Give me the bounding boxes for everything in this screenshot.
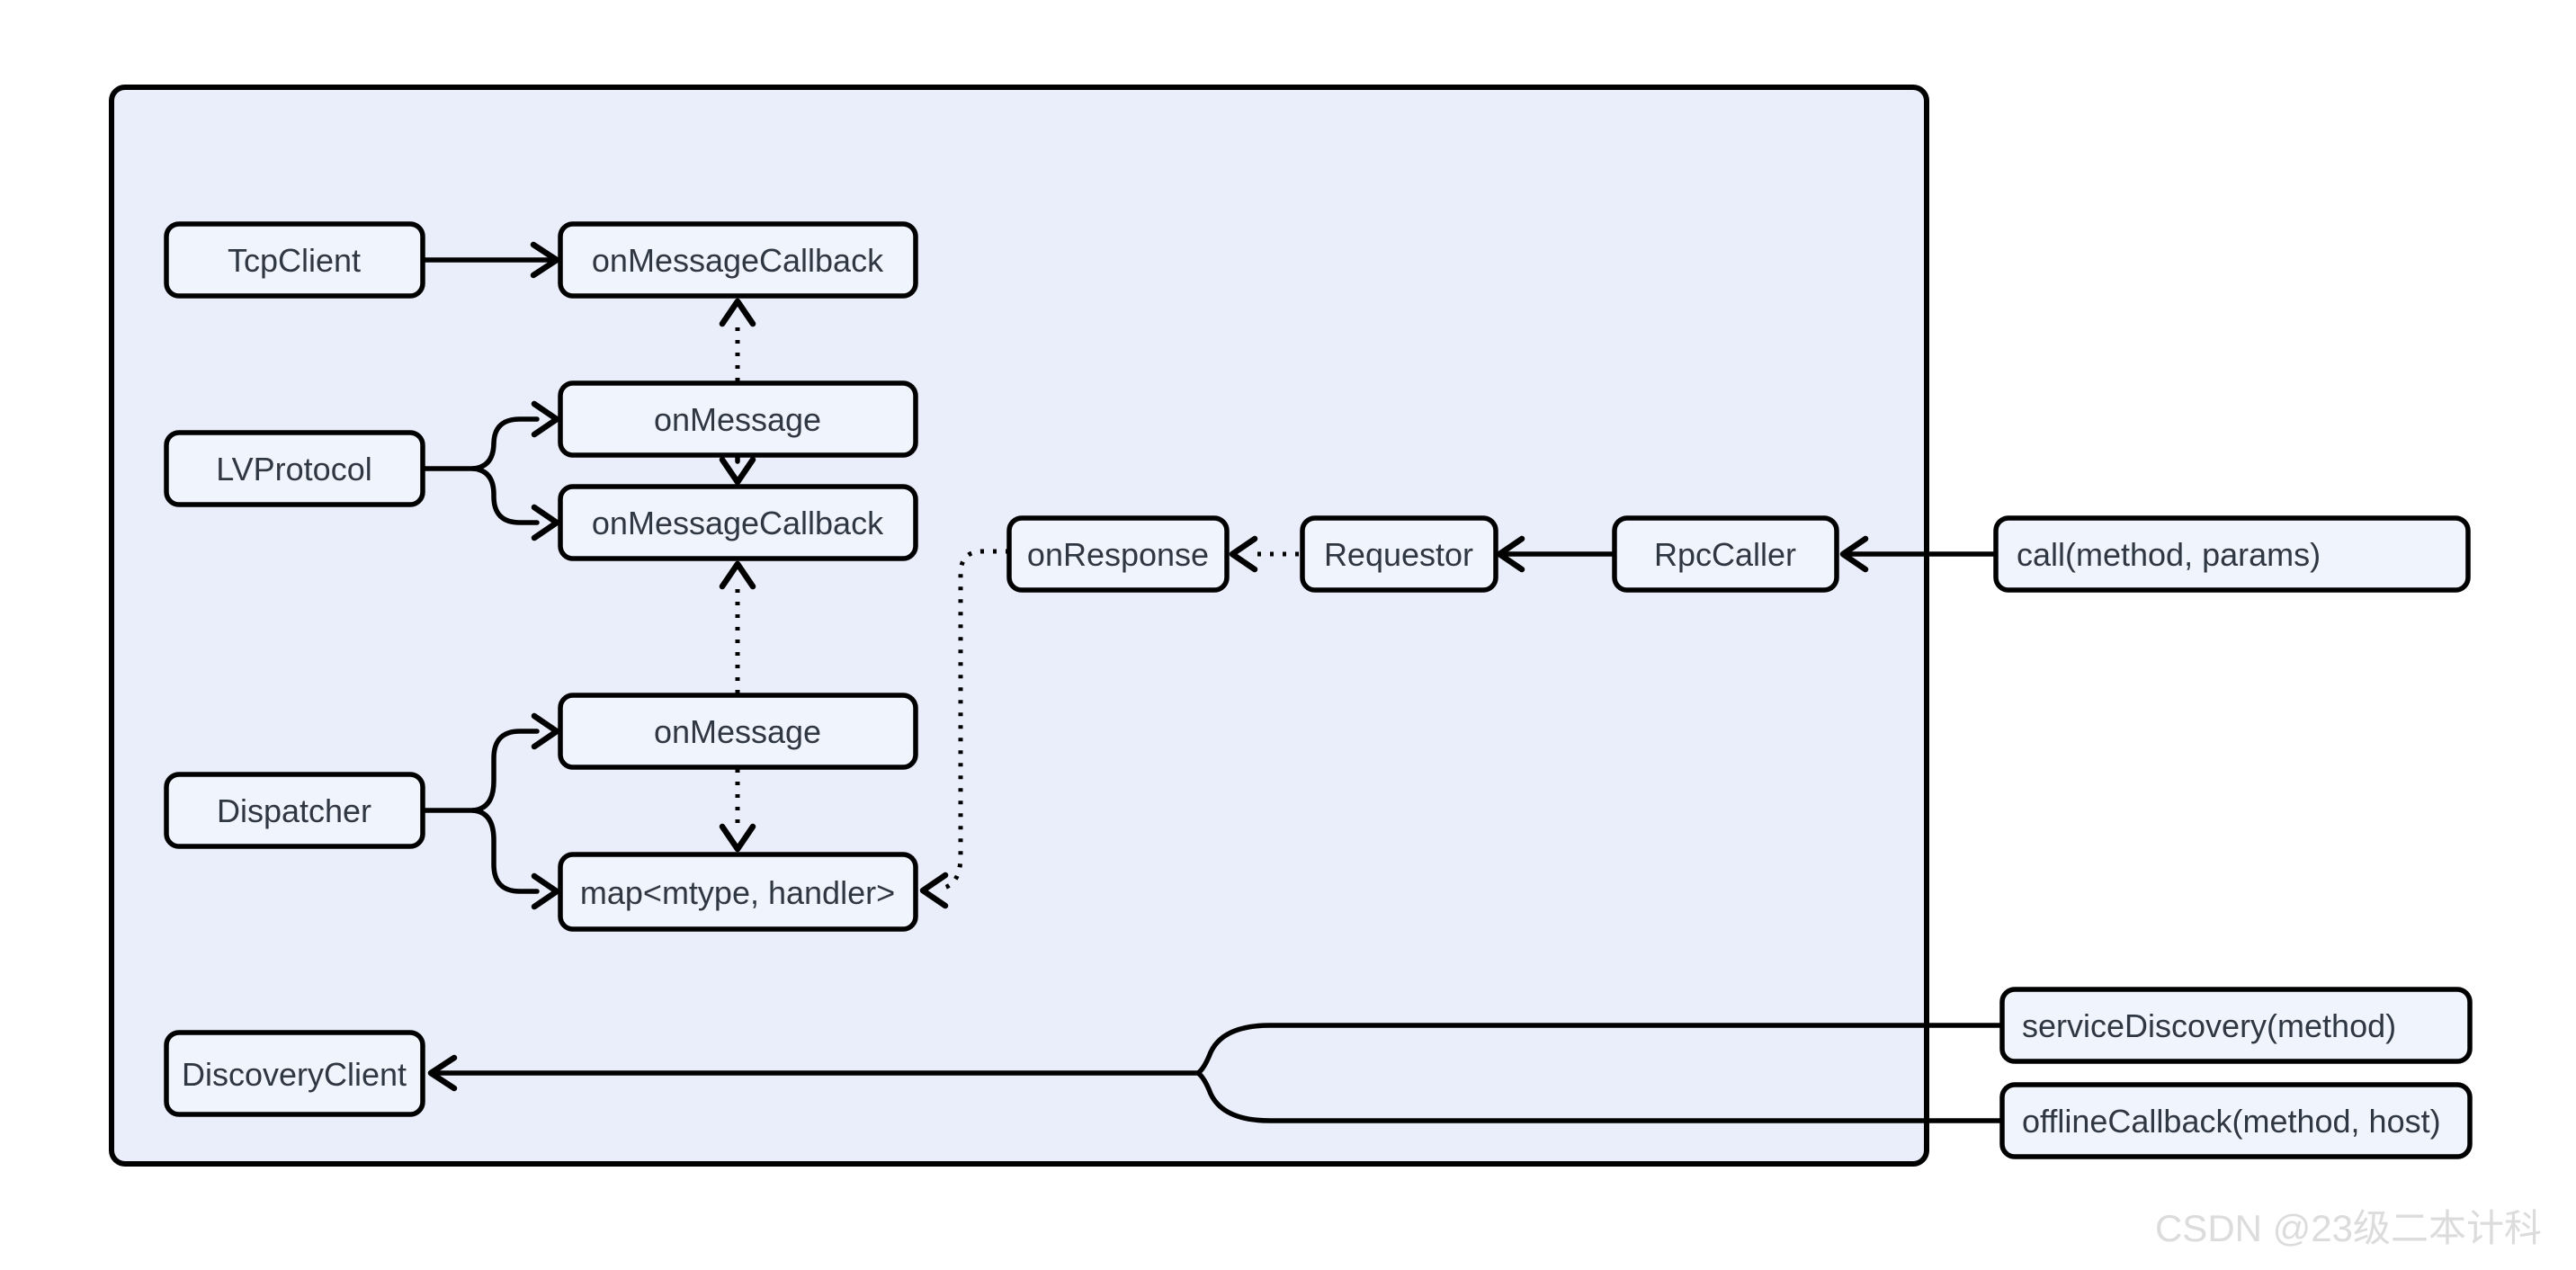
- arrowhead-left: [919, 872, 949, 909]
- node-call: call(method, params): [1993, 515, 2471, 593]
- edge-offlinecallback-merge: [1195, 1070, 2005, 1123]
- arrowhead-left: [427, 1054, 458, 1092]
- node-requestor: Requestor: [1300, 515, 1498, 593]
- node-discoveryclient: DiscoveryClient: [164, 1030, 425, 1117]
- node-servicediscovery: serviceDiscovery(method): [1999, 987, 2473, 1064]
- arrowhead-left: [1839, 535, 1869, 573]
- node-label: Dispatcher: [217, 792, 371, 829]
- nodes-layer: TcpClient onMessageCallback onMessage LV…: [164, 221, 2473, 1159]
- node-label: onMessage: [654, 401, 821, 438]
- node-label: DiscoveryClient: [182, 1056, 407, 1093]
- edge-lvprotocol-onmessage: [470, 416, 540, 471]
- node-label: offlineCallback(method, host): [2022, 1103, 2441, 1140]
- arrowhead-left: [1496, 535, 1525, 573]
- edges-layer: [420, 241, 2005, 1123]
- node-box: [164, 430, 425, 507]
- node-label: onMessageCallback: [592, 242, 884, 279]
- node-label: map<mtype, handler>: [580, 874, 895, 911]
- node-box: [1612, 515, 1839, 593]
- node-onmessagecallback-top: onMessageCallback: [558, 221, 918, 299]
- node-label: onMessage: [654, 713, 821, 750]
- arrowhead-right: [531, 504, 560, 541]
- node-onmessage-lvprotocol: onMessage: [558, 380, 918, 458]
- node-box: [1999, 1082, 2473, 1159]
- node-box: [164, 1030, 425, 1117]
- arrowhead-right: [530, 241, 560, 279]
- node-box: [1300, 515, 1498, 593]
- arrowhead-up: [719, 560, 756, 590]
- node-box: [1993, 515, 2471, 593]
- node-label: TcpClient: [228, 242, 361, 279]
- node-box: [558, 380, 918, 458]
- node-label: onResponse: [1027, 536, 1209, 573]
- edge-lvprotocol-onmessagecallback2: [470, 466, 540, 525]
- arrowhead-right: [531, 872, 560, 910]
- node-label: onMessageCallback: [592, 505, 884, 541]
- arrowhead-down: [719, 823, 756, 853]
- node-box: [558, 484, 918, 561]
- node-label: Requestor: [1324, 536, 1473, 573]
- csdn-watermark: CSDN @23级二本计科: [2155, 1207, 2542, 1249]
- node-map: map<mtype, handler>: [558, 852, 918, 932]
- arrowhead-left: [1229, 535, 1258, 573]
- node-box: [1999, 987, 2473, 1064]
- arrowhead-down: [719, 456, 756, 486]
- edge-dispatcher-onmessage: [470, 729, 540, 813]
- arrowhead-right: [531, 712, 560, 750]
- node-onmessage-dispatcher: onMessage: [558, 693, 918, 770]
- node-onresponse: onResponse: [1006, 515, 1230, 593]
- node-label: call(method, params): [2017, 536, 2321, 573]
- edge-dispatcher-map: [470, 808, 540, 894]
- node-box: [164, 221, 425, 299]
- node-label: serviceDiscovery(method): [2022, 1007, 2396, 1044]
- arrowhead-right: [531, 400, 560, 438]
- node-offlinecallback: offlineCallback(method, host): [1999, 1082, 2473, 1159]
- node-box: [558, 221, 918, 299]
- arrowhead-up: [719, 298, 756, 327]
- node-box: [558, 852, 918, 932]
- node-dispatcher: Dispatcher: [164, 772, 425, 849]
- node-box: [164, 772, 425, 849]
- node-onmessagecallback-2: onMessageCallback: [558, 484, 918, 561]
- node-tcpclient: TcpClient: [164, 221, 425, 299]
- node-rpccaller: RpcCaller: [1612, 515, 1839, 593]
- edge-servicediscovery-merge: [1195, 1023, 2005, 1076]
- node-label: LVProtocol: [216, 451, 371, 487]
- node-label: RpcCaller: [1654, 536, 1796, 573]
- node-box: [558, 693, 918, 770]
- node-lvprotocol: LVProtocol: [164, 430, 425, 507]
- node-box: [1006, 515, 1230, 593]
